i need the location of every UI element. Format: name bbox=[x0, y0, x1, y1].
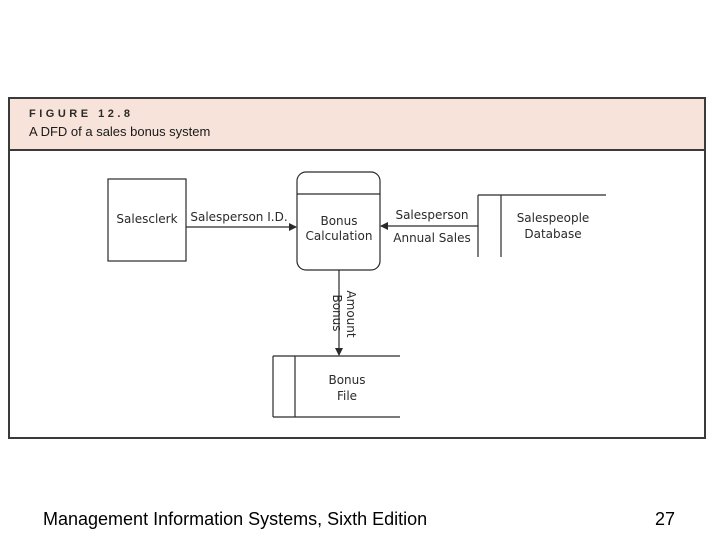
page-number: 27 bbox=[655, 509, 676, 529]
flow-label-salesperson-id: Salesperson I.D. bbox=[190, 210, 287, 224]
figure-frame: FIGURE 12.8 A DFD of a sales bonus syste… bbox=[8, 97, 706, 439]
flow-label-bonus: Bonus bbox=[330, 294, 344, 331]
process-label-line2: Calculation bbox=[306, 229, 373, 243]
external-entity-label: Salesclerk bbox=[116, 212, 177, 226]
datastore-db-label-line2: Database bbox=[524, 227, 581, 241]
flow-label-salesperson: Salesperson bbox=[395, 208, 468, 222]
process-label-line1: Bonus bbox=[320, 214, 357, 228]
figure-number: FIGURE 12.8 bbox=[29, 108, 134, 120]
figure-header: FIGURE 12.8 A DFD of a sales bonus syste… bbox=[10, 99, 704, 151]
datastore-file-label-line1: Bonus bbox=[328, 373, 365, 387]
flow-label-amount: Amount bbox=[344, 290, 358, 337]
flow-label-annual-sales: Annual Sales bbox=[393, 231, 470, 245]
datastore-db-label-line1: Salespeople bbox=[517, 211, 590, 225]
figure-caption: A DFD of a sales bonus system bbox=[29, 124, 211, 139]
datastore-file-label-line2: File bbox=[337, 389, 357, 403]
footer-title: Management Information Systems, Sixth Ed… bbox=[43, 509, 428, 529]
external-entity-salesclerk bbox=[107, 178, 187, 262]
